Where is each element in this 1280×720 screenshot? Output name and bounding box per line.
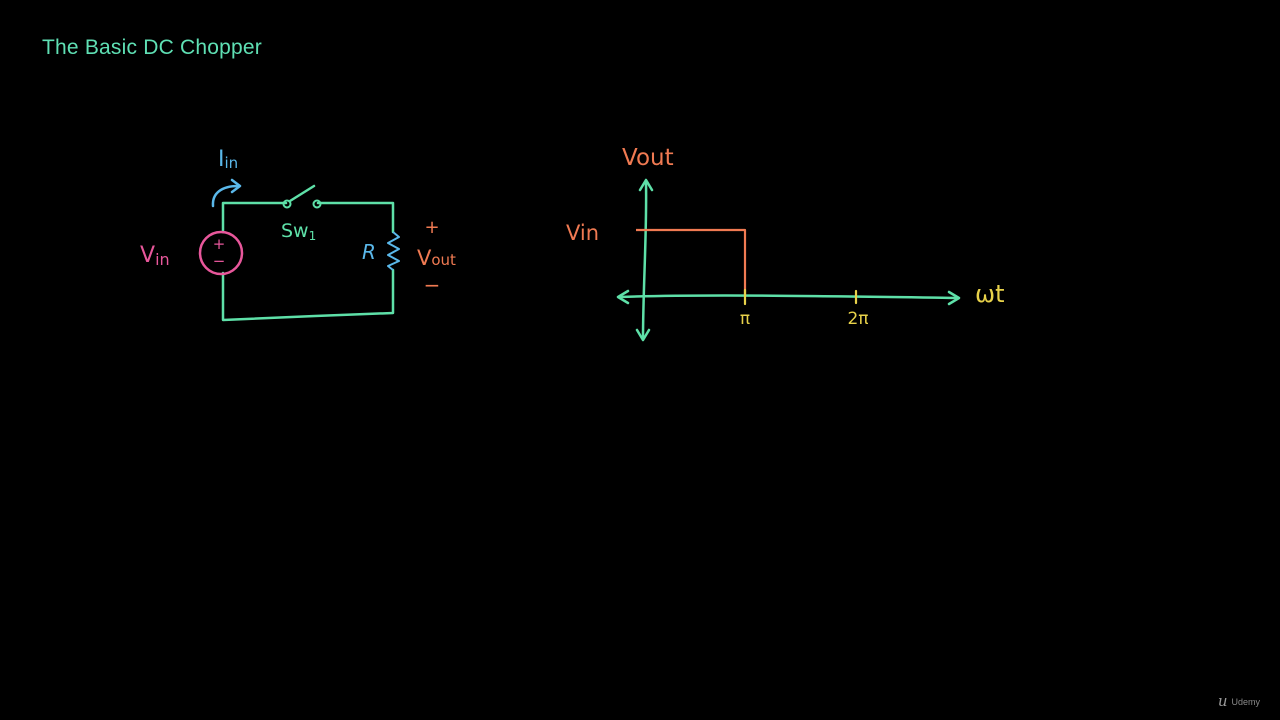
y-axis-label: Vout [622, 145, 674, 171]
switch-sw1 [282, 184, 322, 209]
source-label-sub: in [155, 250, 170, 269]
watermark-text: Udemy [1231, 696, 1260, 707]
y-axis-up-arrow-icon [638, 178, 654, 192]
switch-label-sub: 1 [309, 229, 317, 243]
source-label-main: V [140, 243, 155, 268]
source-label: Vin [140, 243, 170, 269]
tick-label-2pi: 2π [847, 309, 868, 329]
x-axis-left-arrow-icon [616, 289, 630, 305]
switch-label-main: Sw [281, 220, 309, 242]
vout-label: Vout [417, 246, 456, 270]
vout-minus-sign: − [424, 273, 441, 297]
source-plus-sign: + [213, 235, 226, 253]
source-minus-sign: − [213, 252, 226, 270]
voltage-source-icon: + − [198, 230, 244, 276]
switch-label: Sw1 [281, 220, 316, 243]
vout-plus-sign: + [424, 217, 439, 238]
level-label: Vin [566, 221, 599, 245]
vout-label-main: V [417, 246, 432, 270]
resistor-label: R [362, 240, 376, 264]
x-axis-label: ωt [975, 280, 1005, 308]
udemy-logo-icon: u [1217, 692, 1228, 710]
page-title: The Basic DC Chopper [42, 36, 262, 59]
circuit-diagram: + − Iin Vin Sw1 R + Vout − [140, 147, 456, 322]
waveform-graph: π 2π Vout Vin ωt [566, 145, 1005, 342]
x-axis [616, 289, 961, 306]
current-label-main: I [218, 147, 225, 172]
current-arrow-icon [211, 178, 242, 208]
vout-label-sub: out [431, 251, 456, 269]
udemy-watermark: u Udemy [1218, 694, 1260, 709]
vout-waveform [636, 228, 747, 296]
resistor-icon [387, 231, 400, 271]
y-axis [635, 178, 654, 342]
y-axis-down-arrow-icon [635, 328, 651, 342]
tick-label-pi: π [740, 309, 750, 329]
circuit-wire [221, 201, 395, 322]
current-label-sub: in [225, 154, 239, 172]
current-label: Iin [218, 147, 238, 172]
x-axis-right-arrow-icon [947, 290, 961, 306]
